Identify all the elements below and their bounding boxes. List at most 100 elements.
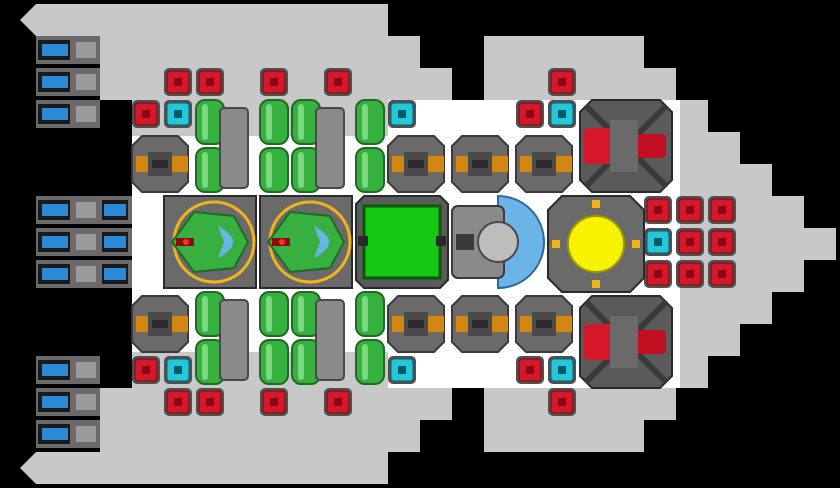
block-core [718, 238, 726, 246]
thruster[interactable] [36, 356, 100, 384]
thruster-cap [76, 106, 96, 122]
thruster-small[interactable] [100, 196, 132, 224]
turret-orange[interactable] [515, 295, 573, 353]
tank-highlight [202, 104, 208, 140]
fuel-tank[interactable] [355, 291, 385, 337]
thruster-small[interactable] [100, 260, 132, 288]
tank-highlight [362, 152, 368, 188]
fuel-tank[interactable] [291, 339, 321, 385]
cyan-shield-block[interactable] [548, 100, 576, 128]
modules-layer[interactable] [36, 36, 736, 448]
thruster-small[interactable] [100, 228, 132, 256]
shield-generator[interactable] [451, 194, 545, 290]
tank-body [259, 339, 289, 385]
block-core [174, 366, 182, 374]
red-armor-block[interactable] [324, 388, 352, 416]
thruster[interactable] [36, 68, 100, 96]
red-armor-block[interactable] [644, 196, 672, 224]
red-armor-block[interactable] [260, 388, 288, 416]
cyan-shield-block[interactable] [164, 100, 192, 128]
red-armor-block[interactable] [132, 100, 160, 128]
thruster[interactable] [36, 196, 100, 224]
red-armor-block[interactable] [164, 388, 192, 416]
fuel-tank[interactable] [259, 147, 289, 193]
fuel-tank[interactable] [259, 291, 289, 337]
red-armor-block[interactable] [164, 68, 192, 96]
pipe [315, 299, 345, 381]
red-armor-block[interactable] [676, 196, 704, 224]
red-armor-block[interactable] [196, 68, 224, 96]
turret-slot [536, 320, 552, 328]
turret-orange[interactable] [131, 295, 189, 353]
green-engine[interactable] [259, 195, 353, 289]
thruster[interactable] [36, 36, 100, 64]
red-armor-block[interactable] [196, 388, 224, 416]
red-armor-block[interactable] [516, 100, 544, 128]
fuel-tank[interactable] [355, 339, 385, 385]
turret-orange[interactable] [451, 135, 509, 193]
turret-orange[interactable] [451, 295, 509, 353]
fuel-tank[interactable] [291, 147, 321, 193]
thruster-glow [42, 108, 68, 120]
red-armor-block[interactable] [676, 228, 704, 256]
red-armor-block[interactable] [708, 196, 736, 224]
block-core [526, 366, 534, 374]
shield-core [477, 221, 519, 263]
reactor-core [567, 215, 625, 273]
red-armor-block[interactable] [708, 260, 736, 288]
block-core [206, 78, 214, 86]
red-armor-block[interactable] [260, 68, 288, 96]
green-engine[interactable] [163, 195, 257, 289]
pipe [315, 107, 345, 189]
thruster-cap [76, 426, 96, 442]
fuel-tank[interactable] [259, 339, 289, 385]
tank-highlight [202, 344, 208, 380]
block-core [654, 238, 662, 246]
tank-highlight [298, 344, 304, 380]
red-armor-block[interactable] [324, 68, 352, 96]
cyan-shield-block[interactable] [388, 356, 416, 384]
thruster-cap [76, 362, 96, 378]
turret-orange[interactable] [131, 135, 189, 193]
fuel-tank[interactable] [259, 99, 289, 145]
red-armor-block[interactable] [644, 260, 672, 288]
thruster[interactable] [36, 228, 100, 256]
block-core [558, 366, 566, 374]
cyan-shield-block[interactable] [388, 100, 416, 128]
red-armor-block[interactable] [516, 356, 544, 384]
thruster-cap [76, 74, 96, 90]
tank-body [259, 99, 289, 145]
tank-highlight [266, 344, 272, 380]
reactor[interactable] [547, 195, 645, 293]
block-core [174, 398, 182, 406]
cyan-shield-block[interactable] [644, 228, 672, 256]
thruster-glow [42, 76, 68, 88]
thruster[interactable] [36, 260, 100, 288]
red-cannon[interactable] [579, 99, 673, 193]
red-armor-block[interactable] [548, 68, 576, 96]
thruster[interactable] [36, 420, 100, 448]
cyan-shield-block[interactable] [164, 356, 192, 384]
fuel-tank[interactable] [355, 147, 385, 193]
fuel-tank[interactable] [355, 99, 385, 145]
tank-highlight [362, 296, 368, 332]
red-armor-block[interactable] [708, 228, 736, 256]
thruster[interactable] [36, 388, 100, 416]
red-armor-block[interactable] [132, 356, 160, 384]
block-core [334, 398, 342, 406]
tank-body [355, 339, 385, 385]
turret-orange[interactable] [387, 295, 445, 353]
fuel-tank[interactable] [195, 99, 225, 145]
red-cannon[interactable] [579, 295, 673, 389]
engine-light [279, 239, 285, 245]
cockpit[interactable] [355, 195, 449, 289]
thruster[interactable] [36, 100, 100, 128]
block-core [686, 206, 694, 214]
turret-orange[interactable] [515, 135, 573, 193]
red-armor-block[interactable] [676, 260, 704, 288]
cyan-shield-block[interactable] [548, 356, 576, 384]
block-core [334, 78, 342, 86]
turret-orange[interactable] [387, 135, 445, 193]
red-armor-block[interactable] [548, 388, 576, 416]
